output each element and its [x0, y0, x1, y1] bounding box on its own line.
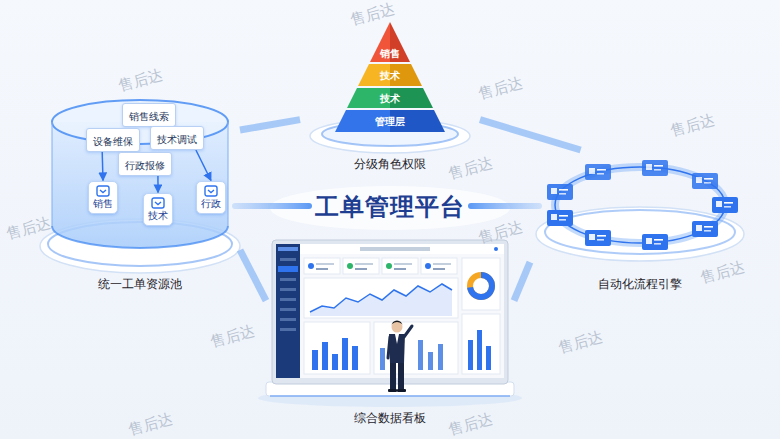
- watermark-box: 售后达: [540, 333, 620, 351]
- node-label: 行政: [201, 198, 221, 210]
- node-label: 分级角色权限: [354, 156, 426, 172]
- watermark-box: 售后达: [192, 327, 272, 345]
- node-label: 销售线索: [129, 111, 169, 122]
- flow-ring: [536, 160, 744, 261]
- node-label: 技术: [380, 93, 400, 104]
- watermark-box: 售后达: [110, 415, 190, 433]
- watermark-box: 售后达: [460, 79, 540, 97]
- diagram-title: 工单管理平台: [315, 193, 465, 220]
- pyramid-layer: 技术: [358, 64, 422, 86]
- link-beam: [240, 120, 300, 130]
- pyramid-layer: 销售: [370, 22, 410, 62]
- watermark: 售后达: [698, 257, 746, 286]
- watermark-box: 售后达: [430, 415, 510, 433]
- ticket-card: 销售线索: [122, 103, 176, 127]
- flow-arrow: [101, 152, 103, 181]
- node-label: 设备维保: [93, 136, 133, 147]
- ticket-card: 设备维保: [86, 128, 140, 152]
- watermark-box: 售后达: [682, 263, 762, 281]
- pyramid-layer: 管理层: [335, 110, 445, 132]
- flow-card: [692, 221, 718, 237]
- flow-card: [712, 197, 738, 213]
- watermark: 售后达: [126, 409, 174, 438]
- icon-frame: [205, 186, 217, 196]
- resource-pool: 统一工单资源池 销售线索设备维保 技术调试行政报修销售技术 行政: [40, 92, 240, 292]
- dept-icon: 行政: [196, 181, 226, 214]
- flow-card: [585, 164, 611, 180]
- data-dashboard: 综合数据看板: [266, 236, 514, 426]
- presenter-figure: [388, 321, 412, 393]
- node-label: 技术: [380, 70, 400, 81]
- link-beam: [240, 250, 266, 301]
- node-label: 自动化流程引擎: [598, 276, 682, 292]
- node-label: 销售: [380, 48, 400, 59]
- title-beam: [468, 203, 542, 209]
- flow-arrow: [196, 150, 211, 181]
- icon-glyph: [96, 185, 110, 197]
- icon-mark: [100, 190, 106, 193]
- watermark: 售后达: [116, 65, 164, 94]
- resource-cylinder: [40, 100, 240, 273]
- node-label: 综合数据看板: [354, 410, 426, 426]
- watermark-box: 售后达: [430, 159, 510, 177]
- flow-card: [692, 173, 718, 189]
- link-beam: [514, 262, 530, 300]
- icon-frame: [97, 186, 109, 196]
- icon-mark: [208, 190, 214, 193]
- node-label: 统一工单资源池: [98, 276, 182, 292]
- dept-icon: 销售: [88, 181, 118, 214]
- node-label: 管理层: [375, 116, 405, 127]
- watermark: 售后达: [348, 0, 396, 29]
- flow-card: [585, 230, 611, 246]
- node-label: 销售: [93, 198, 113, 210]
- ticket-card: 技术调试: [150, 126, 204, 150]
- flow-card: [547, 184, 573, 200]
- node-label: 技术调试: [157, 134, 197, 145]
- link-beam: [480, 120, 581, 150]
- title-box: 工单管理平台: [0, 192, 780, 222]
- watermark: 售后达: [476, 73, 524, 102]
- node-label: 技术: [148, 210, 168, 222]
- dept-icon: 技术: [143, 193, 173, 226]
- icon-glyph: [151, 197, 165, 209]
- ticket-card: 行政报修: [118, 152, 172, 176]
- icon-frame: [152, 198, 164, 208]
- watermark-box: 售后达: [0, 219, 68, 237]
- watermark: 售后达: [208, 321, 256, 350]
- watermark-box: 售后达: [332, 5, 412, 23]
- flow-arrow: [157, 176, 159, 193]
- watermark-box: 售后达: [652, 116, 732, 134]
- icon-glyph: [204, 185, 218, 197]
- title-beam: [232, 203, 312, 209]
- icon-mark: [155, 202, 161, 205]
- pyramid-layer: 技术: [347, 88, 433, 108]
- watermark: 售后达: [446, 153, 494, 182]
- watermark: 售后达: [668, 110, 716, 139]
- dashboard-monitor: [258, 240, 522, 407]
- watermark-box: 售后达: [460, 223, 540, 241]
- node-label: 行政报修: [125, 160, 165, 171]
- watermark: 售后达: [556, 327, 604, 356]
- flow-card: [642, 234, 668, 250]
- flow-card: [642, 160, 668, 176]
- watermark: 售后达: [446, 409, 494, 438]
- role-pyramid: 分级角色权限销售技术技术管理层: [300, 18, 480, 172]
- watermark-box: 售后达: [100, 71, 180, 89]
- flow-card: [547, 210, 573, 226]
